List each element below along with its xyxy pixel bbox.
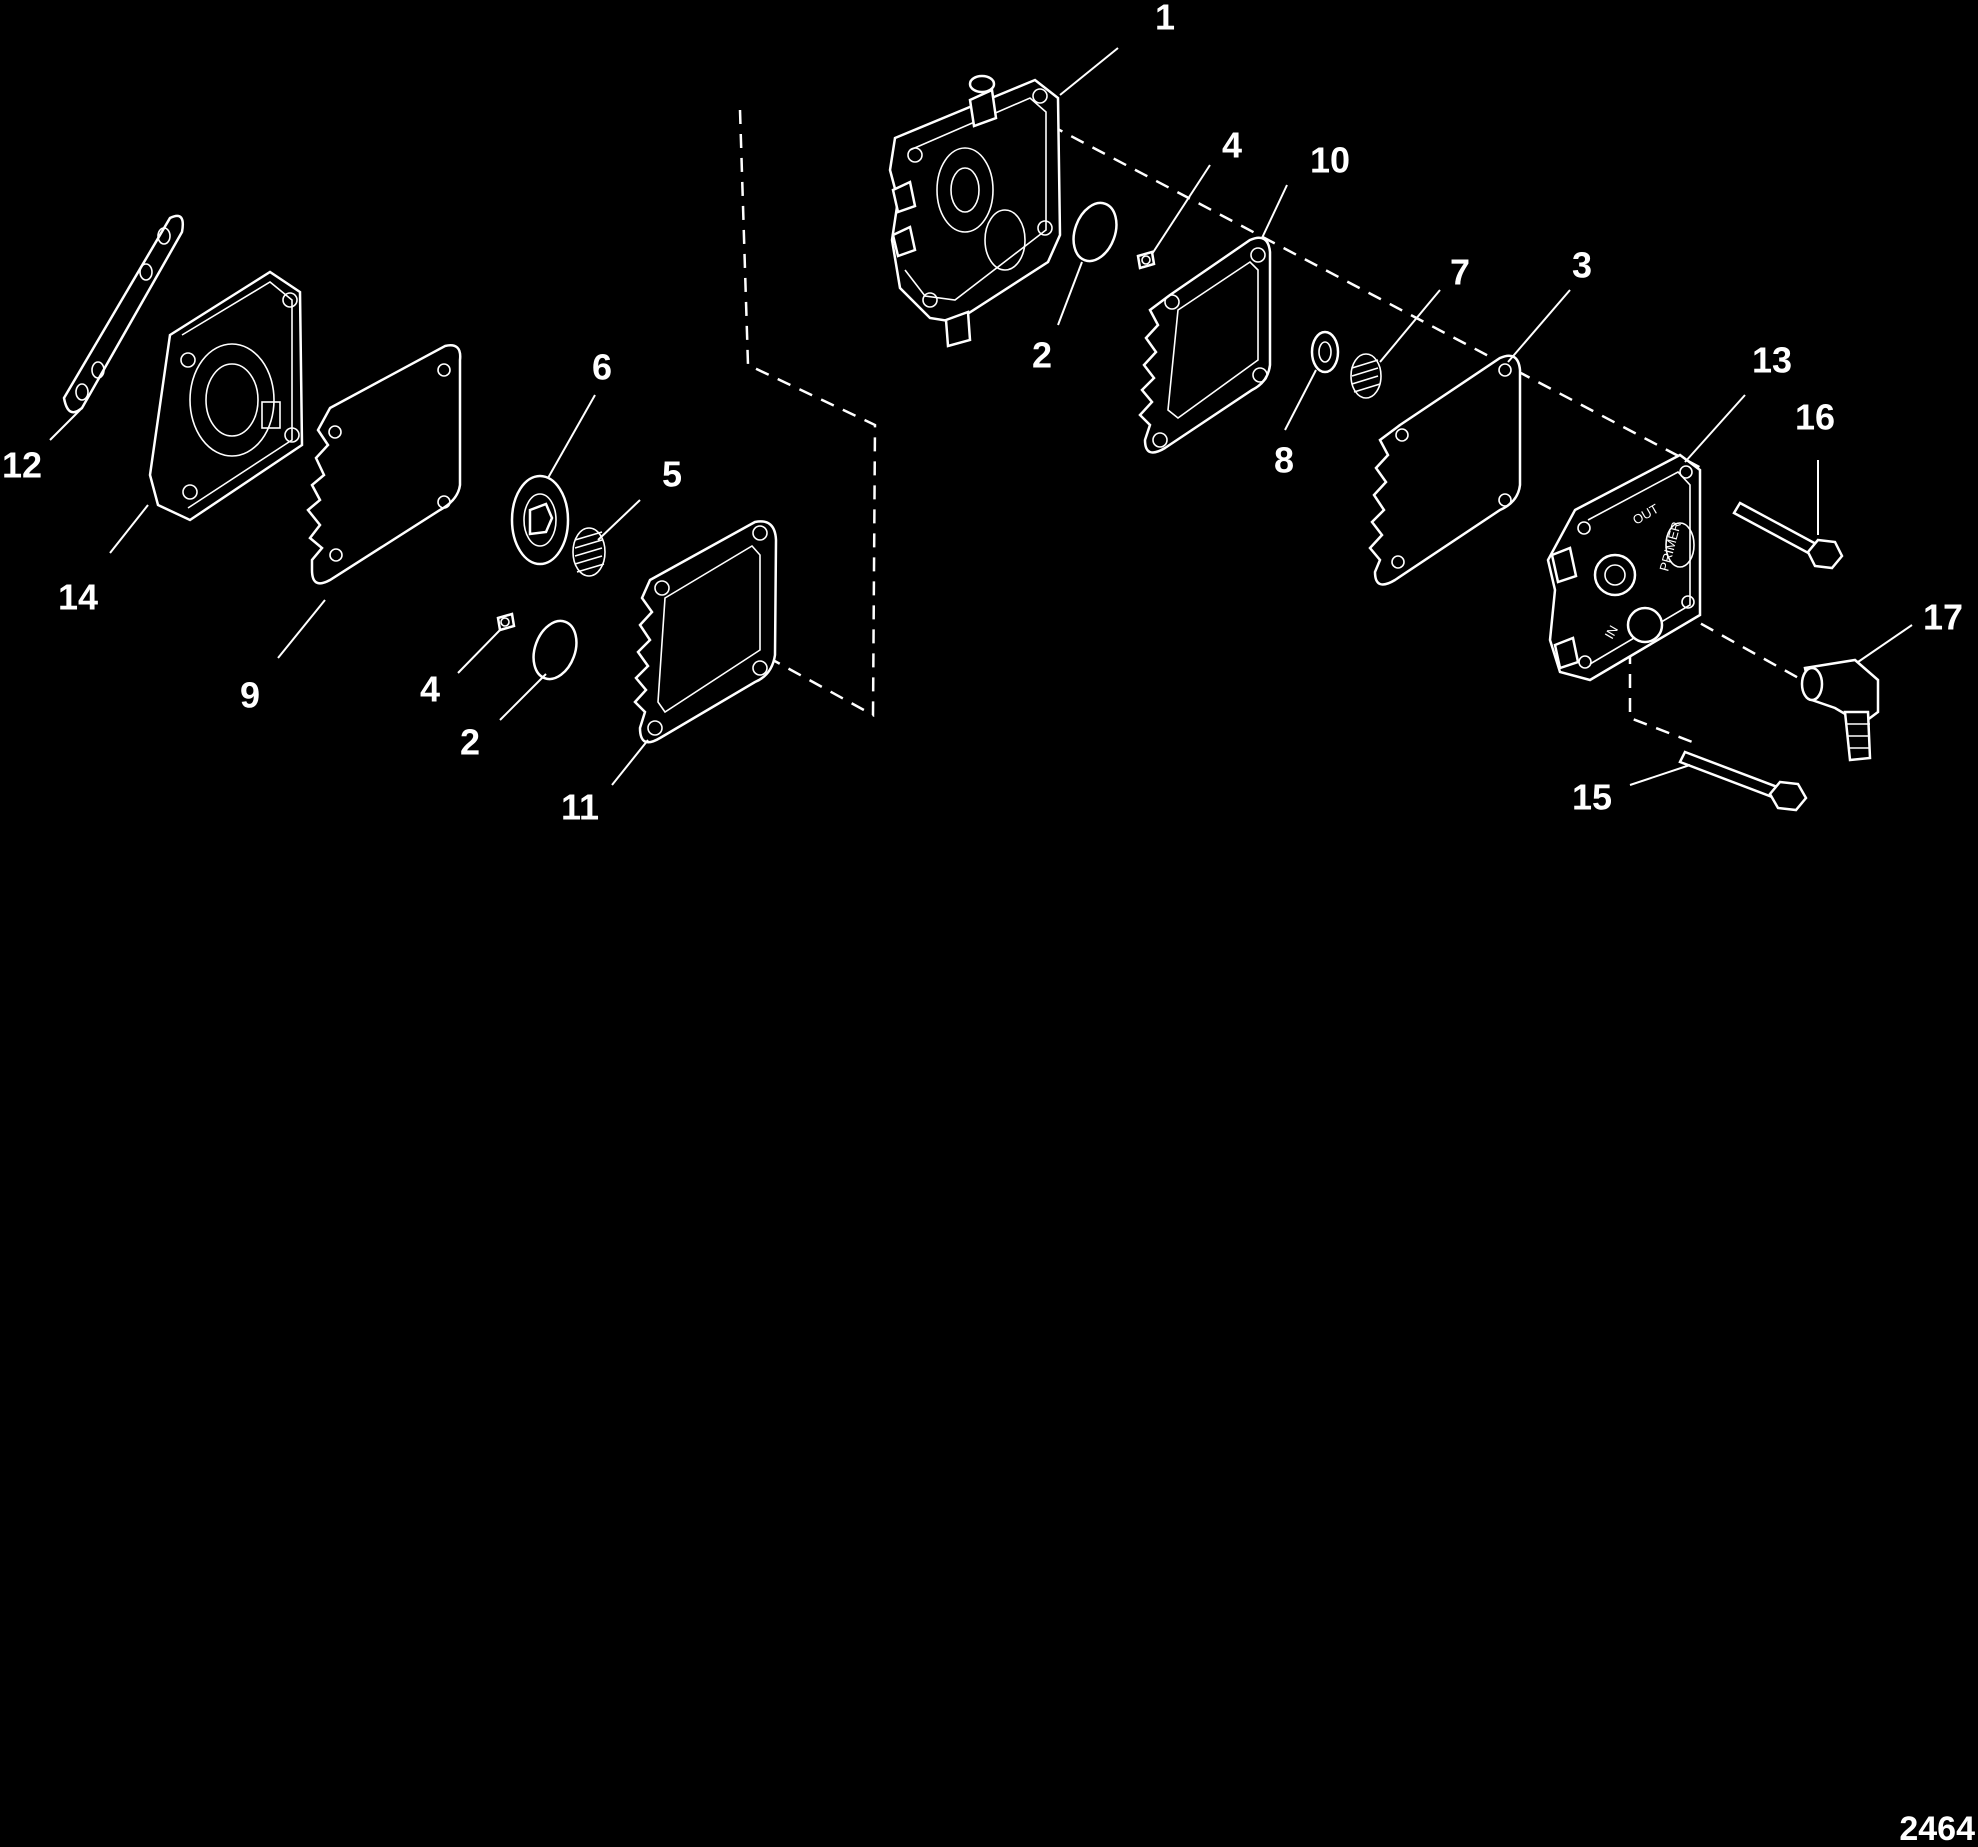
part-14-end-cover — [148, 270, 304, 522]
part-4-screw-upper — [1136, 250, 1156, 270]
callout-10: 10 — [1310, 140, 1350, 181]
callout-15: 15 — [1572, 777, 1612, 818]
part-2-disc-left — [532, 619, 578, 681]
callout-16: 16 — [1795, 397, 1835, 438]
part-15-bolt — [1678, 750, 1808, 812]
callout-13: 13 — [1752, 340, 1792, 381]
part-2-disc-upper — [1072, 201, 1118, 263]
callout-12: 12 — [2, 445, 42, 486]
callout-5: 5 — [662, 454, 682, 495]
part-17-elbow-fitting — [1800, 658, 1880, 762]
part-10-gasket — [1138, 236, 1272, 454]
part-6-valve-retainer — [510, 474, 570, 566]
part-12-strip — [62, 214, 184, 414]
callout-7: 7 — [1450, 252, 1470, 293]
part-5-spring — [572, 527, 606, 577]
callout-3: 3 — [1572, 245, 1592, 286]
part-11-gasket — [633, 520, 778, 744]
callout-14: 14 — [58, 577, 98, 618]
callout-2-upper: 2 — [1032, 335, 1052, 376]
part-9-diaphragm — [306, 344, 462, 585]
part-13-pump-cover: OUT PRIMER IN — [1546, 453, 1702, 682]
assembly-guide-lines — [699, 109, 1821, 747]
part-8-washer — [1310, 330, 1340, 374]
part-4-screw-left — [496, 612, 516, 632]
cover-in-marking: IN — [1602, 623, 1621, 642]
callout-17: 17 — [1923, 597, 1963, 638]
callout-2-lower: 2 — [460, 722, 480, 763]
part-7-spring — [1350, 353, 1382, 399]
part-16-bolt — [1732, 501, 1844, 570]
callout-9: 9 — [240, 675, 260, 716]
part-3-diaphragm — [1368, 354, 1522, 586]
figure-number: 2464 — [1899, 1810, 1975, 1847]
callout-8: 8 — [1274, 440, 1294, 481]
callout-11: 11 — [561, 787, 599, 828]
callout-4-upper: 4 — [1222, 125, 1242, 166]
leader-lines — [49, 47, 1913, 786]
callout-1: 1 — [1155, 0, 1175, 38]
callout-4-lower: 4 — [420, 669, 440, 710]
part-1-pump-body — [888, 74, 1062, 348]
callout-labels: 1 2 2 3 4 4 5 6 7 8 9 10 11 12 13 14 15 … — [2, 0, 1963, 828]
callout-6: 6 — [592, 347, 612, 388]
